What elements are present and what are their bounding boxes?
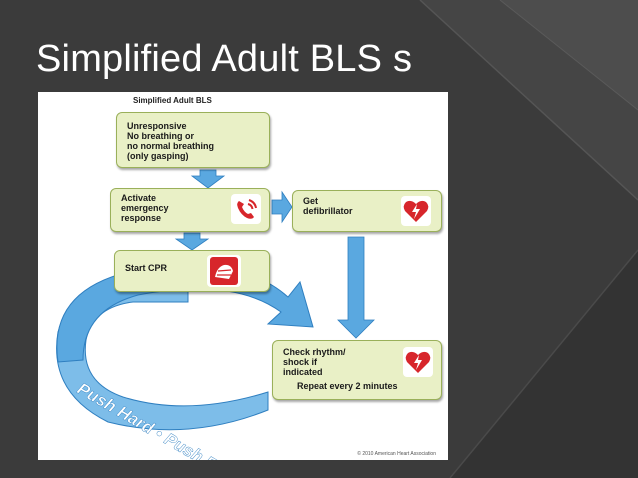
step-activate-text: Activate emergency response xyxy=(121,193,169,223)
bls-flowchart: Push Hard • Push Fast Simplified Adult B… xyxy=(38,92,448,460)
step-start-cpr: Start CPR xyxy=(114,250,270,292)
step-check-rhythm-text: Check rhythm/ shock if indicated xyxy=(283,347,346,377)
repeat-note: Repeat every 2 minutes xyxy=(297,381,398,391)
step-activate: Activate emergency response xyxy=(110,188,270,232)
phone-icon xyxy=(231,194,261,224)
heart-lightning-icon xyxy=(403,347,433,377)
right-arrow xyxy=(271,190,293,224)
down-arrow-2 xyxy=(174,232,210,251)
heart-lightning-icon xyxy=(401,196,431,226)
down-arrow-3 xyxy=(337,236,375,339)
step-start-cpr-text: Start CPR xyxy=(125,263,168,273)
down-arrow-1 xyxy=(190,169,226,189)
figure-title: Simplified Adult BLS xyxy=(133,96,212,105)
step-check-rhythm: Check rhythm/ shock if indicated Repeat … xyxy=(272,340,442,400)
copyright-notice: © 2010 American Heart Association xyxy=(357,451,436,457)
slide-title: Simplified Adult BLS s xyxy=(36,38,413,80)
step-get-defibrillator: Get defibrillator xyxy=(292,190,442,232)
step-get-defibrillator-text: Get defibrillator xyxy=(303,196,353,216)
step-unresponsive-text: Unresponsive No breathing or no normal b… xyxy=(127,121,215,161)
step-unresponsive: Unresponsive No breathing or no normal b… xyxy=(116,112,270,168)
cpr-hands-icon xyxy=(207,255,241,287)
